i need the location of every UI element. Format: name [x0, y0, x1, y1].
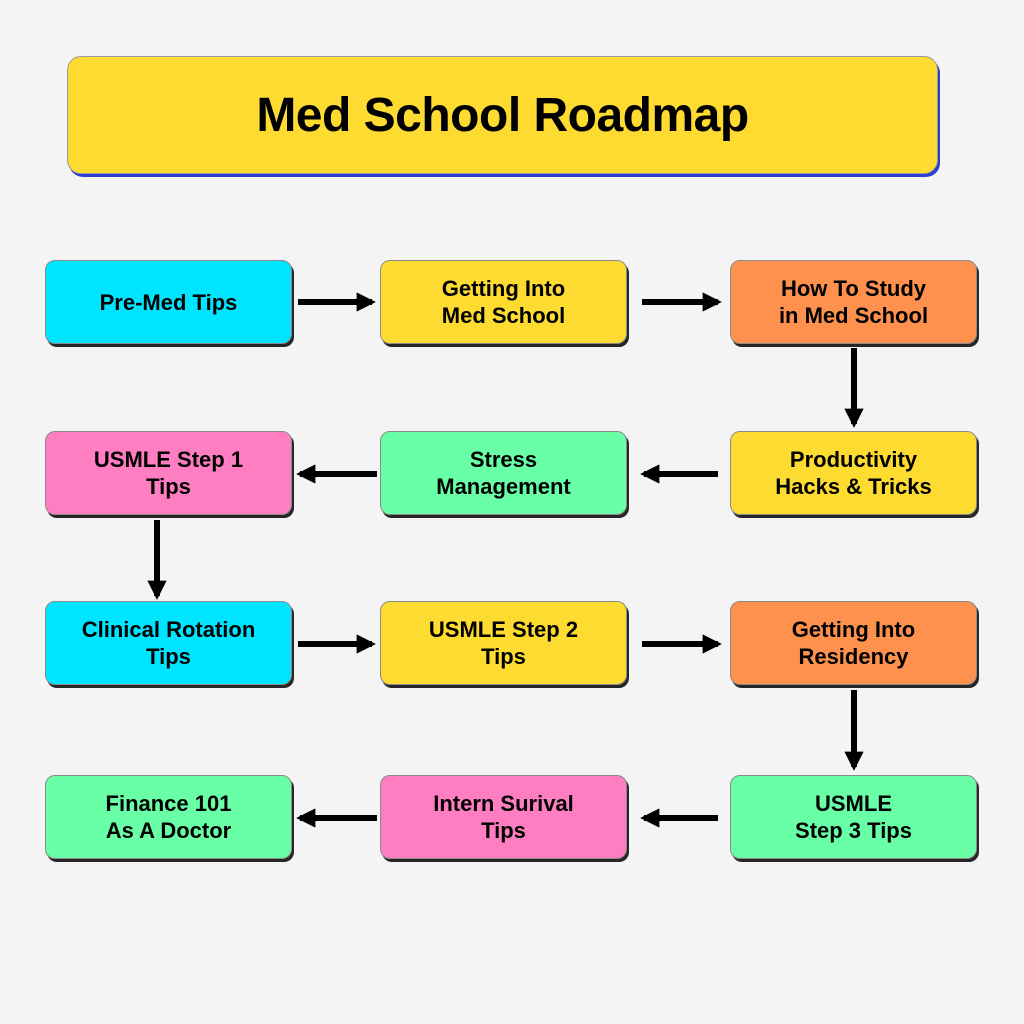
node-finance-101: Finance 101 As A Doctor — [45, 775, 292, 859]
node-label: Stress Management — [436, 447, 571, 499]
node-label: Pre-Med Tips — [99, 289, 238, 315]
node-getting-into-residency: Getting Into Residency — [730, 601, 977, 685]
node-stress-management: Stress Management — [380, 431, 627, 515]
node-clinical-rotation: Clinical Rotation Tips — [45, 601, 292, 685]
node-label: Productivity Hacks & Tricks — [775, 447, 932, 499]
node-getting-into-med-school: Getting Into Med School — [380, 260, 627, 344]
node-usmle-step-2: USMLE Step 2 Tips — [380, 601, 627, 685]
node-label: USMLE Step 3 Tips — [795, 791, 912, 843]
node-label: Intern Surival Tips — [433, 791, 574, 843]
node-how-to-study: How To Study in Med School — [730, 260, 977, 344]
node-label: How To Study in Med School — [778, 276, 929, 328]
node-pre-med-tips: Pre-Med Tips — [45, 260, 292, 344]
node-intern-survival: Intern Surival Tips — [380, 775, 627, 859]
node-label: Finance 101 As A Doctor — [105, 791, 232, 843]
node-productivity-hacks: Productivity Hacks & Tricks — [730, 431, 977, 515]
title-banner: Med School Roadmap — [67, 56, 938, 174]
node-label: Getting Into Residency — [791, 617, 916, 669]
node-usmle-step-1: USMLE Step 1 Tips — [45, 431, 292, 515]
node-label: USMLE Step 2 Tips — [428, 617, 579, 669]
node-label: USMLE Step 1 Tips — [93, 447, 244, 499]
node-usmle-step-3: USMLE Step 3 Tips — [730, 775, 977, 859]
node-label: Clinical Rotation Tips — [81, 617, 256, 669]
node-label: Getting Into Med School — [441, 276, 566, 328]
page-title: Med School Roadmap — [256, 88, 749, 142]
